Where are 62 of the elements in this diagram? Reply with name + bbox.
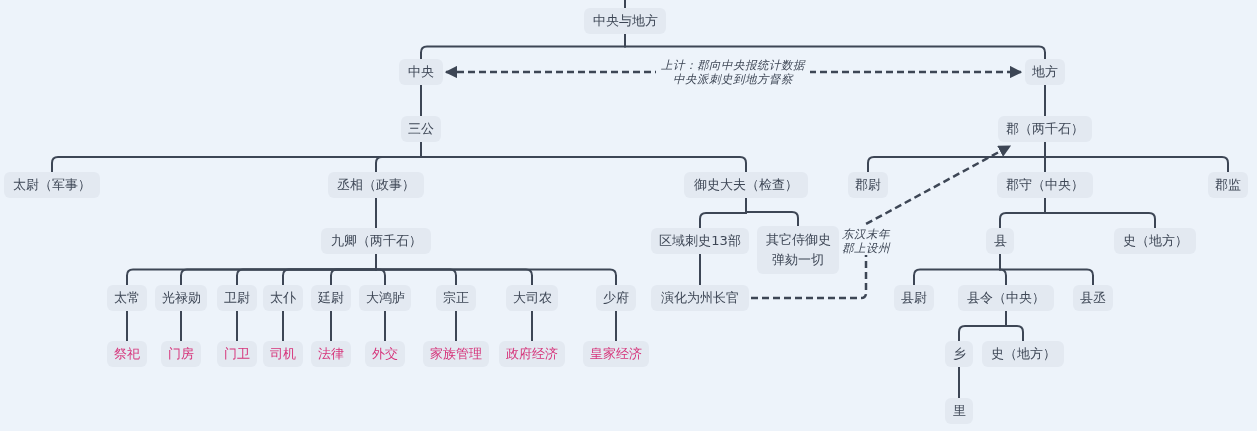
topic-box: 区域刺史13部 — [651, 228, 749, 254]
topic-box: 大司农 — [506, 285, 558, 311]
topic-box: 史（地方） — [982, 341, 1064, 367]
connector-line — [420, 141, 747, 173]
topic-box: 外交 — [365, 341, 405, 367]
topic-box: 门房 — [161, 341, 201, 367]
topic-box: 大鸿胪 — [359, 285, 411, 311]
connector-line — [1005, 310, 1024, 342]
connector-line — [958, 366, 960, 399]
connector-line — [375, 197, 377, 229]
topic-box: 中央与地方 — [584, 8, 666, 34]
arrow — [751, 144, 1012, 300]
topic-box: 里 — [945, 398, 973, 424]
topic-box: 九卿（两千石） — [321, 228, 431, 254]
connector-line — [1044, 84, 1046, 117]
topic-box: 史（地方） — [1114, 228, 1196, 254]
topic-box: 宗正 — [436, 285, 476, 311]
topic-box: 丞相（政事） — [328, 172, 424, 198]
connector-line — [375, 253, 617, 286]
connector-line — [531, 310, 533, 342]
connector-line — [615, 310, 617, 342]
connector-line — [330, 310, 332, 342]
topic-box: 太尉（军事） — [4, 172, 100, 198]
topic-box: 演化为州长官 — [651, 285, 749, 311]
topic-box: 乡 — [945, 341, 973, 367]
connector-line — [420, 84, 422, 117]
topic-box: 县令（中央） — [958, 285, 1054, 311]
topic-box: 其它侍御史弹劾一切 — [757, 226, 839, 274]
connector-line — [745, 197, 799, 227]
connector-line — [126, 310, 128, 342]
topic-box: 政府经济 — [499, 341, 565, 367]
topic-box: 县丞 — [1073, 285, 1113, 311]
connector-line — [282, 310, 284, 342]
topic-box: 郡（两千石） — [998, 116, 1092, 142]
topic-box: 太仆 — [263, 285, 303, 311]
connector-line — [699, 253, 701, 286]
connector-line — [624, 0, 626, 9]
topic-box: 中央 — [399, 59, 443, 85]
topic-box: 郡监 — [1208, 172, 1248, 198]
topic-box: 光禄勋 — [155, 285, 207, 311]
topic-box: 门卫 — [217, 341, 257, 367]
topic-box: 御史大夫（检查） — [684, 172, 808, 198]
topic-box: 卫尉 — [217, 285, 257, 311]
connector-line — [455, 310, 457, 342]
topic-box: 廷尉 — [311, 285, 351, 311]
topic-box: 县尉 — [894, 285, 934, 311]
topic-box: 司机 — [263, 341, 303, 367]
topic-box: 家族管理 — [423, 341, 489, 367]
edge-label: 上计：郡向中央报统计数据中央派刺史到地方督察 — [656, 58, 810, 86]
topic-box: 地方 — [1025, 59, 1065, 85]
topic-box: 祭祀 — [107, 341, 147, 367]
topic-box: 皇家经济 — [583, 341, 649, 367]
topic-box: 三公 — [401, 116, 441, 142]
topic-box: 县 — [986, 228, 1014, 254]
topic-box: 郡尉 — [848, 172, 888, 198]
topic-box: 太常 — [107, 285, 147, 311]
topic-box: 法律 — [311, 341, 351, 367]
connector-line — [180, 310, 182, 342]
topic-box: 郡守（中央） — [997, 172, 1093, 198]
connector-line — [236, 310, 238, 342]
connector-line — [384, 310, 386, 342]
topic-box: 少府 — [596, 285, 636, 311]
